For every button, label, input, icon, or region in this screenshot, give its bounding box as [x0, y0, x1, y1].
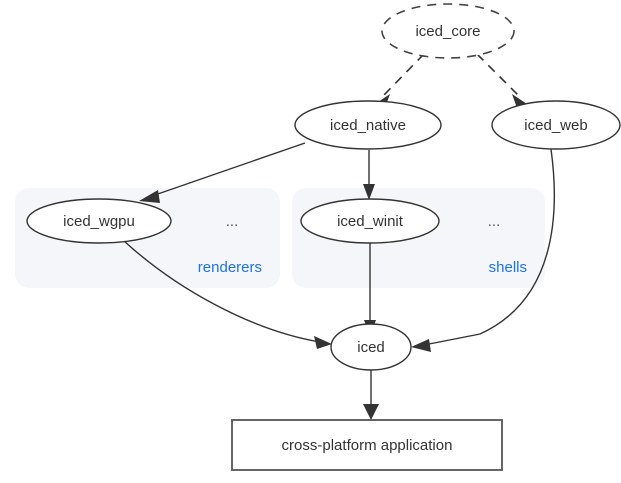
node-iced-native[interactable]: iced_native	[294, 100, 442, 150]
edge-iced-core-to-iced-native	[372, 53, 425, 108]
cluster-renderers-ellipsis: ...	[226, 213, 239, 230]
edge-iced-native-to-iced-wgpu	[139, 142, 306, 203]
arrow-head-icon	[363, 404, 379, 420]
node-iced-wgpu[interactable]: iced_wgpu	[26, 198, 172, 244]
edge-line	[476, 53, 520, 97]
cluster-shells-label: shells	[489, 259, 527, 276]
edge-iced-native-to-iced-winit	[363, 150, 375, 200]
edge-iced-to-application	[363, 370, 379, 420]
node-iced-web[interactable]: iced_web	[491, 100, 621, 150]
node-application-label: cross-platform application	[282, 437, 453, 454]
node-iced-winit-shape[interactable]	[300, 198, 440, 244]
node-application[interactable]: cross-platform application	[231, 419, 503, 471]
arrow-head-icon	[363, 184, 375, 200]
edge-line	[151, 142, 306, 197]
edge-iced-web-to-iced	[411, 148, 555, 352]
edge-line	[382, 53, 425, 97]
arrow-head-icon	[411, 339, 431, 352]
cluster-renderers-label: renderers	[198, 259, 262, 276]
arrow-head-icon	[314, 336, 332, 349]
node-iced-label: iced	[357, 339, 385, 356]
node-application-shape[interactable]	[231, 419, 503, 471]
node-iced-wgpu-label: iced_wgpu	[63, 213, 135, 230]
edge-line	[423, 148, 555, 346]
node-iced-native-label: iced_native	[330, 117, 406, 134]
node-iced[interactable]: iced	[330, 323, 412, 371]
edge-iced-wgpu-to-iced	[122, 239, 332, 349]
node-iced-winit[interactable]: iced_winit	[300, 198, 440, 244]
node-iced-shape[interactable]	[330, 323, 412, 371]
node-iced-wgpu-shape[interactable]	[26, 198, 172, 244]
edge-iced-core-to-iced-web	[476, 53, 530, 108]
node-iced-web-label: iced_web	[524, 117, 587, 134]
node-iced-core[interactable]: iced_core	[381, 3, 515, 59]
cluster-shells-ellipsis: ...	[488, 213, 501, 230]
node-iced-web-shape[interactable]	[491, 100, 621, 150]
node-iced-core-shape[interactable]	[381, 3, 515, 59]
node-iced-native-shape[interactable]	[294, 100, 442, 150]
edge-line	[122, 239, 321, 343]
node-iced-winit-label: iced_winit	[337, 213, 404, 230]
node-iced-core-label: iced_core	[415, 23, 480, 40]
arrow-head-icon	[139, 190, 160, 203]
